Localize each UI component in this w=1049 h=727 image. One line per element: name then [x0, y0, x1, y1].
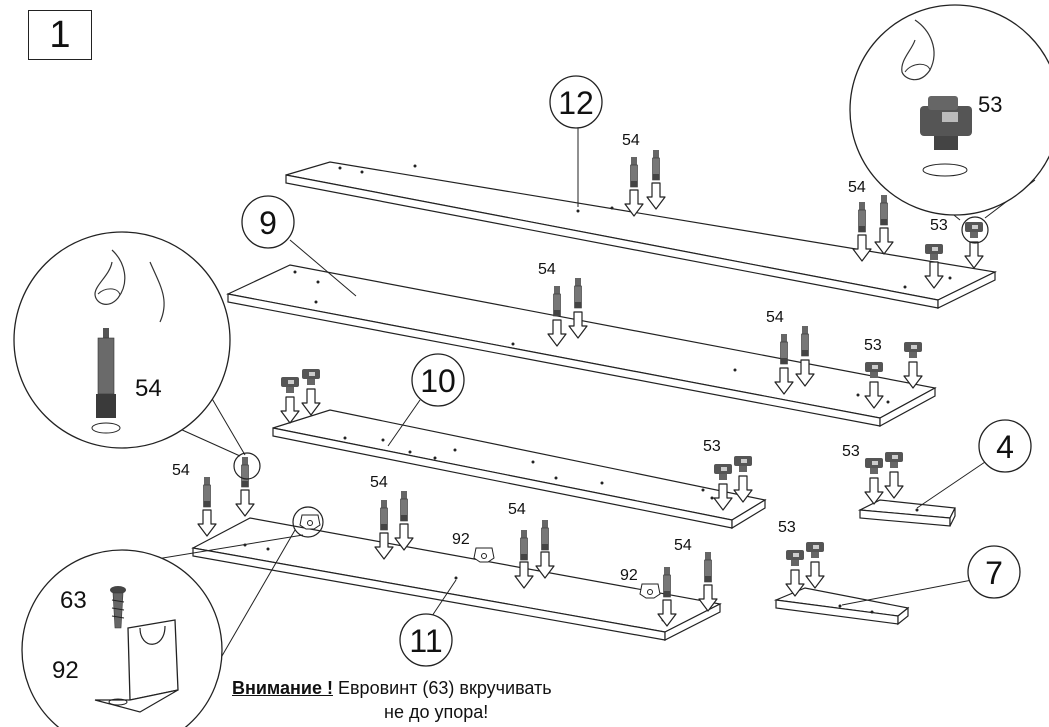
part-label-12: 12: [558, 85, 594, 121]
label-dowel-zoom: 54: [135, 375, 162, 402]
label-bracket-zoom: 92: [52, 657, 79, 684]
label-dowel: 54: [674, 537, 692, 554]
panel-9: [226, 264, 937, 428]
step-number: 1: [28, 10, 92, 60]
label-cam: 53: [864, 337, 882, 354]
label-dowel: 54: [508, 501, 526, 518]
part-label-9: 9: [259, 205, 277, 241]
label-cam-zoom: 53: [978, 92, 1002, 117]
note-line-1: Евровинт (63) вкручивать: [337, 678, 552, 698]
label-cam: 53: [930, 217, 948, 234]
panel-12: [285, 161, 997, 309]
warning-label: Внимание !: [232, 678, 333, 698]
label-cam: 53: [703, 438, 721, 455]
label-screw-zoom: 63: [60, 587, 87, 614]
label-bracket: 92: [620, 567, 638, 584]
part-label-7: 7: [985, 555, 1003, 591]
part-label-11: 11: [409, 623, 442, 659]
label-cam: 53: [842, 443, 860, 460]
note-line-2: не до упора!: [384, 702, 489, 722]
label-dowel: 54: [538, 261, 556, 278]
label-bracket: 92: [452, 531, 470, 548]
zoom-bracket-detail: 63 92: [21, 529, 304, 727]
zoom-cam-detail: 53: [849, 4, 1049, 221]
label-dowel: 54: [370, 474, 388, 491]
label-dowel: 54: [172, 462, 190, 479]
label-dowel: 54: [766, 309, 784, 326]
label-dowel: 54: [622, 132, 640, 149]
panel-10: [272, 409, 767, 530]
panel-7: [773, 587, 910, 626]
part-label-4: 4: [996, 429, 1014, 465]
zoom-dowel-detail: 54: [13, 231, 246, 457]
label-dowel: 54: [848, 179, 866, 196]
part-label-10: 10: [420, 363, 456, 399]
panel-4: [857, 499, 956, 527]
label-cam: 53: [778, 519, 796, 536]
assembly-note: Внимание ! Евровинт (63) вкручивать не д…: [232, 676, 552, 724]
